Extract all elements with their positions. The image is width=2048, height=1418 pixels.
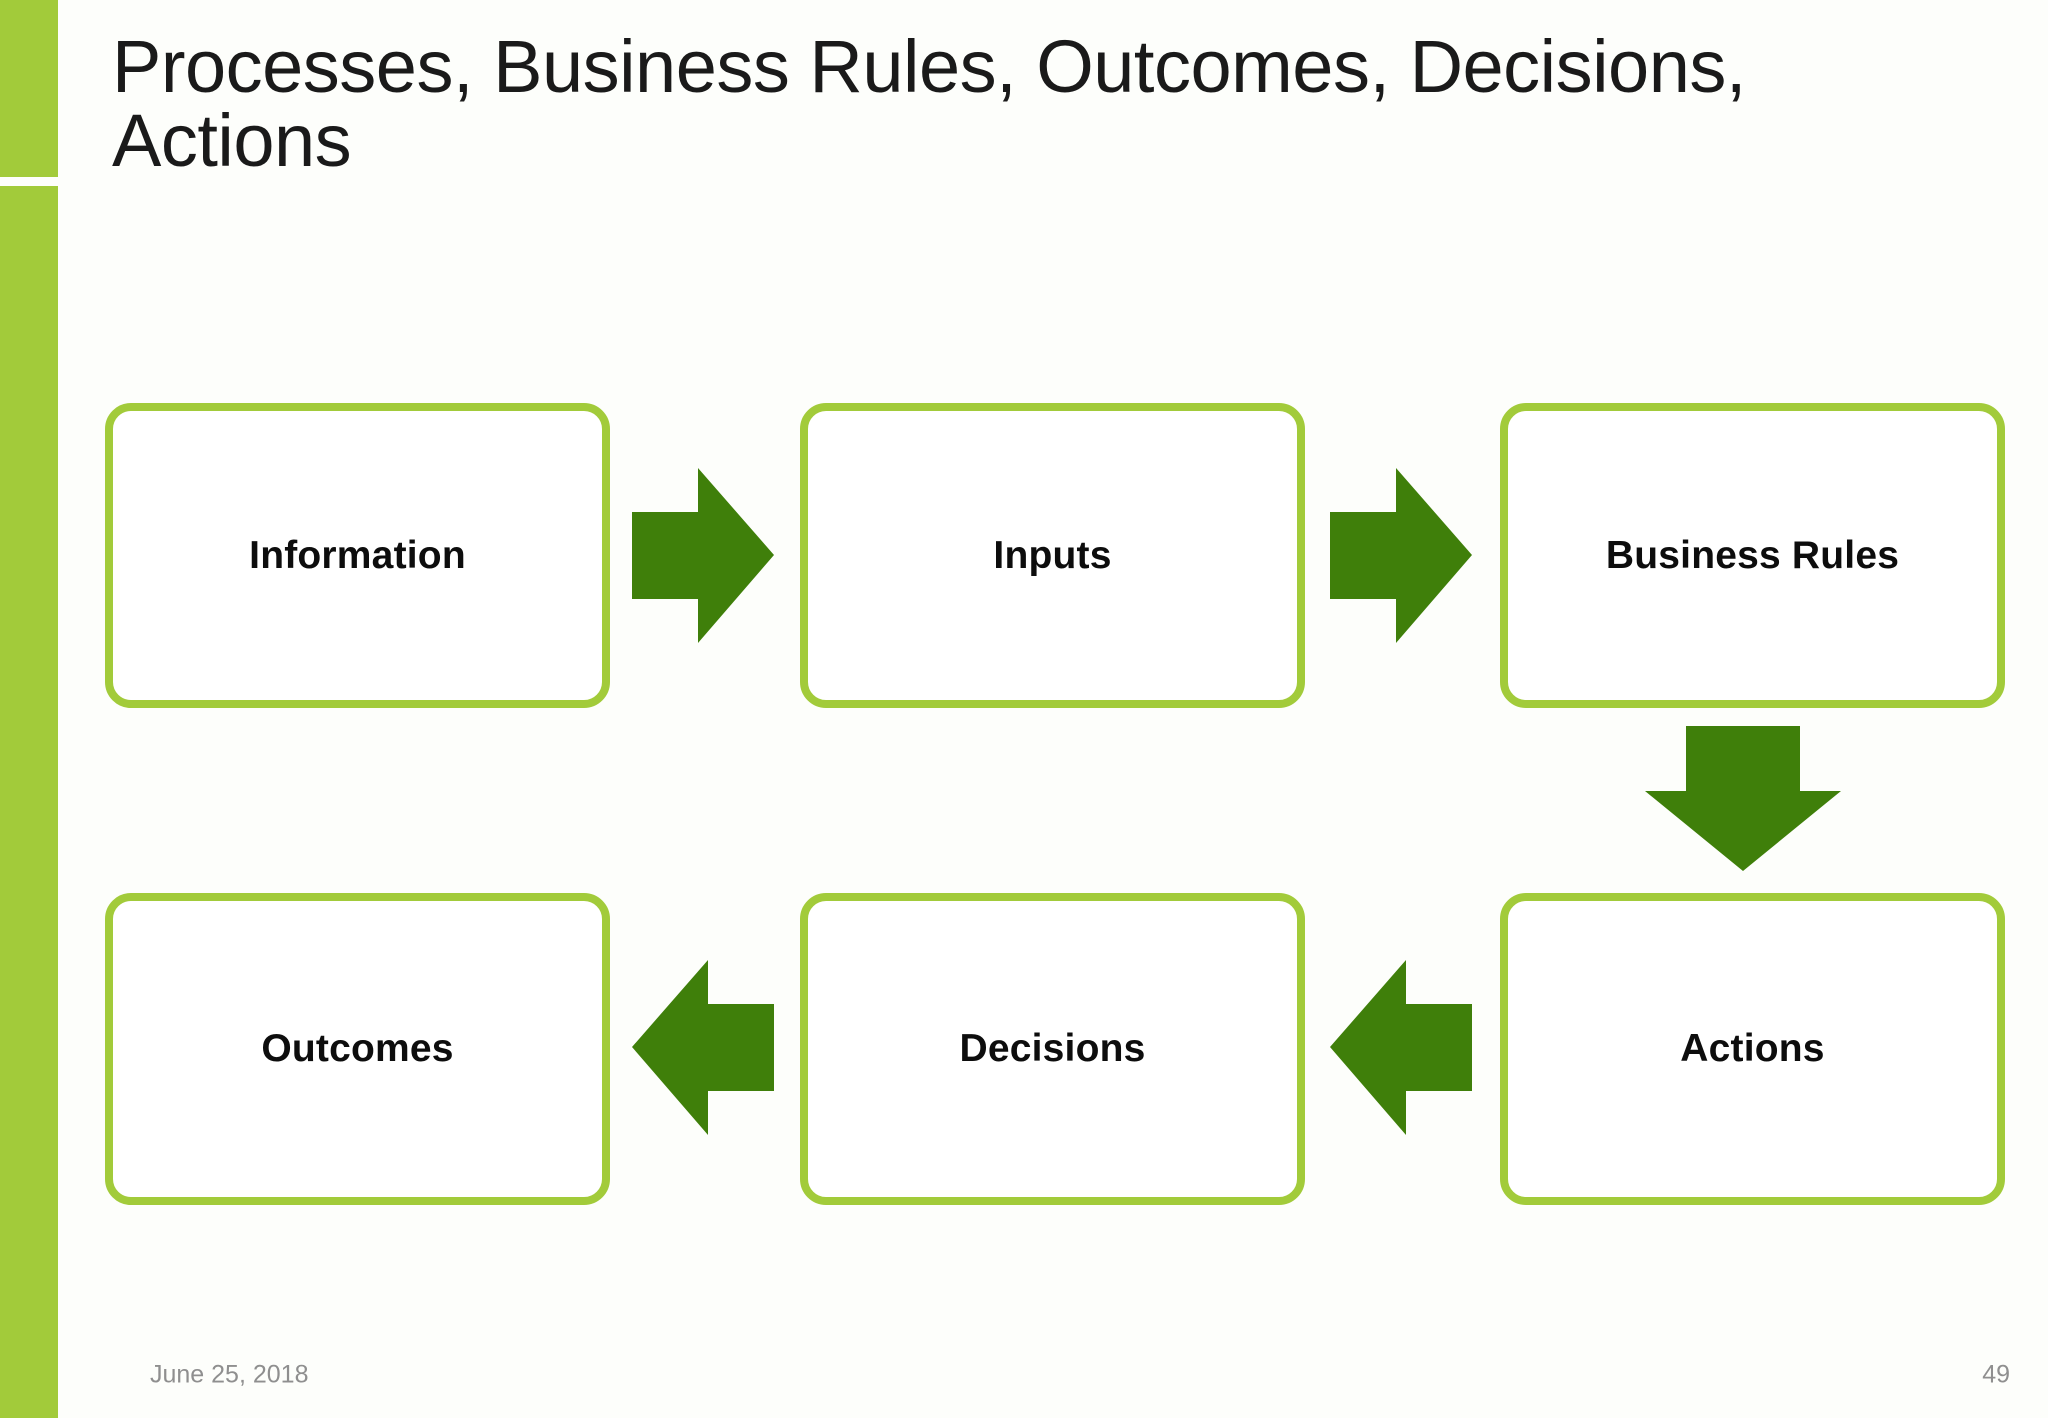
- node-decisions-label: Decisions: [959, 1027, 1146, 1070]
- arrow-right-icon-information-to-inputs: [632, 468, 774, 643]
- node-actions[interactable]: Actions: [1500, 893, 2005, 1205]
- node-inputs[interactable]: Inputs: [800, 403, 1305, 708]
- accent-bar-bottom: [0, 186, 58, 1418]
- node-outcomes[interactable]: Outcomes: [105, 893, 610, 1205]
- node-information-label: Information: [249, 533, 466, 577]
- node-information[interactable]: Information: [105, 403, 610, 708]
- footer-page-number: 49: [1982, 1360, 2010, 1389]
- node-actions-label: Actions: [1680, 1027, 1825, 1070]
- arrow-left-icon-actions-to-decisions: [1330, 960, 1472, 1135]
- footer-date: June 25, 2018: [150, 1360, 309, 1389]
- node-business-rules[interactable]: Business Rules: [1500, 403, 2005, 708]
- arrow-left-icon-decisions-to-outcomes: [632, 960, 774, 1135]
- arrow-down-icon-business-rules-to-actions: [1645, 726, 1841, 871]
- node-business-rules-label: Business Rules: [1605, 533, 1900, 577]
- arrow-right-icon-inputs-to-business-rules: [1330, 468, 1472, 643]
- accent-bar-top: [0, 0, 58, 177]
- node-decisions[interactable]: Decisions: [800, 893, 1305, 1205]
- node-outcomes-label: Outcomes: [261, 1027, 454, 1070]
- node-inputs-label: Inputs: [993, 533, 1112, 577]
- page-title: Processes, Business Rules, Outcomes, Dec…: [112, 25, 1746, 182]
